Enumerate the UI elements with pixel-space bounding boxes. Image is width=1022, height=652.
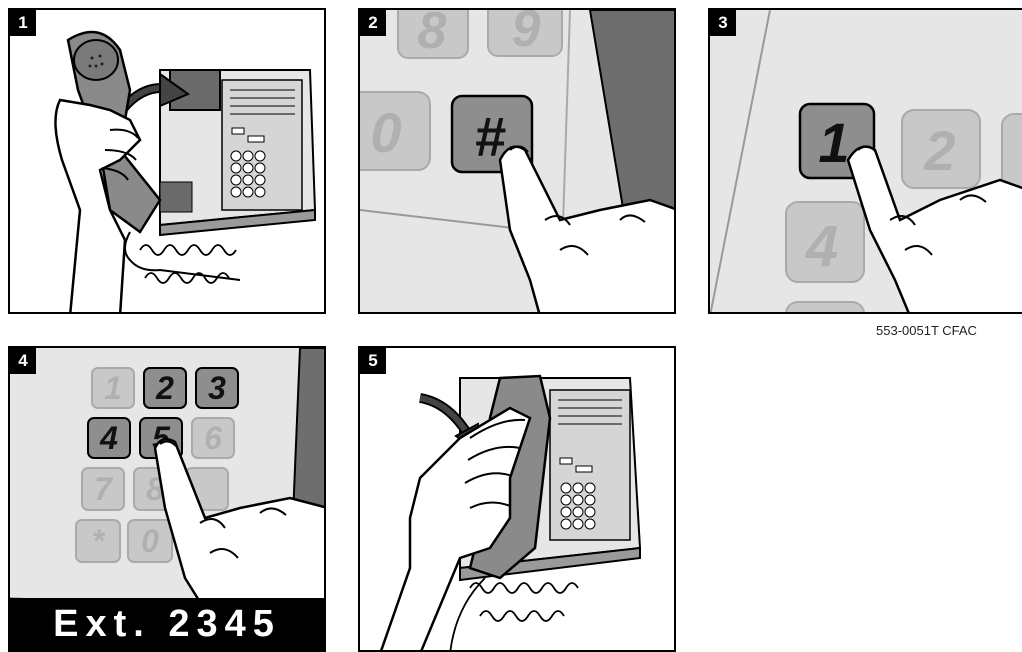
svg-text:3: 3 xyxy=(208,370,226,406)
step-1-panel: 1 xyxy=(8,8,326,314)
step-2-panel: 2 8 9 0 # xyxy=(358,8,676,314)
step-5-panel: 5 xyxy=(358,346,676,652)
step-number: 4 xyxy=(10,348,36,374)
phone-cord xyxy=(450,578,578,652)
step-4-panel: 4 1 2 3 4 5 6 7 8 * 0 xyxy=(8,346,326,652)
step-number: 5 xyxy=(360,348,386,374)
phone-lift-illustration xyxy=(10,10,326,314)
press-one-illustration: 1 2 4 xyxy=(710,10,1022,314)
svg-text:1: 1 xyxy=(818,111,849,174)
svg-text:0: 0 xyxy=(141,523,159,559)
svg-text:*: * xyxy=(92,523,106,559)
figure-code: 553-0051T CFAC xyxy=(876,323,977,338)
hang-up-illustration xyxy=(360,348,676,652)
svg-text:9: 9 xyxy=(512,10,541,58)
step-number: 3 xyxy=(710,10,736,36)
step-3-panel: 3 1 2 4 xyxy=(708,8,1022,314)
press-pound-illustration: 8 9 0 # xyxy=(360,10,676,314)
key-3 xyxy=(1002,114,1022,192)
svg-text:1: 1 xyxy=(104,370,122,406)
svg-text:4: 4 xyxy=(99,420,118,456)
svg-text:0: 0 xyxy=(370,101,401,164)
step-number: 2 xyxy=(360,10,386,36)
svg-text:6: 6 xyxy=(204,420,222,456)
svg-text:7: 7 xyxy=(94,471,114,507)
svg-text:2: 2 xyxy=(923,119,955,182)
svg-text:8: 8 xyxy=(418,10,447,60)
extension-label: Ext. 2345 xyxy=(10,598,324,650)
svg-text:4: 4 xyxy=(805,214,838,279)
step-number: 1 xyxy=(10,10,36,36)
svg-text:2: 2 xyxy=(155,370,174,406)
